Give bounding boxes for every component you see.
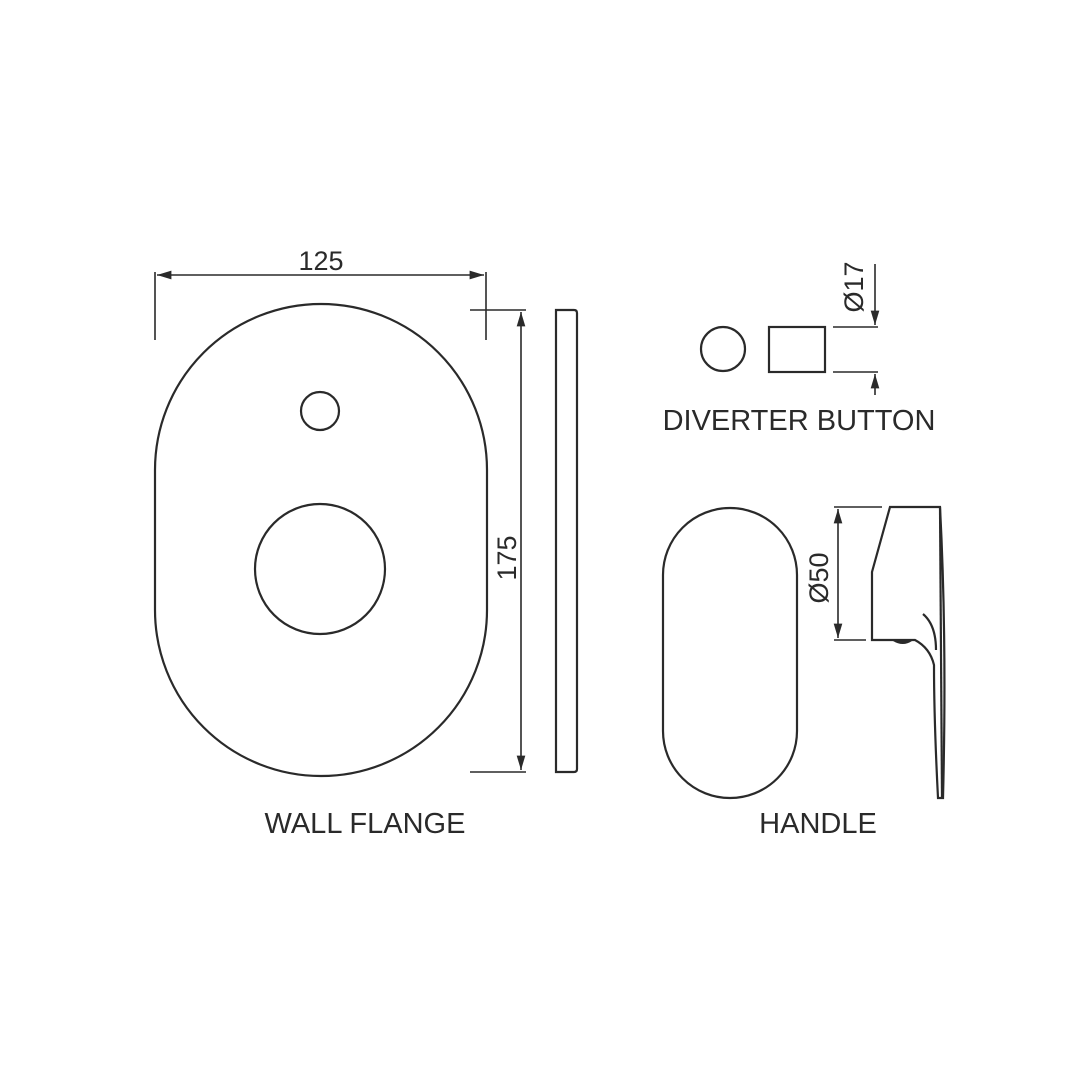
diverter-button-label: DIVERTER BUTTON	[663, 405, 936, 437]
handle-label: HANDLE	[759, 808, 877, 840]
handle-diameter-dimension: Ø50	[804, 506, 882, 641]
handle-opening	[253, 502, 387, 636]
diverter-diameter-label: Ø17	[839, 261, 869, 312]
wall-flange-front-view	[153, 302, 489, 778]
diverter-button-front	[699, 325, 747, 373]
diverter-button-side	[767, 325, 827, 374]
handle-diameter-label: Ø50	[804, 552, 834, 603]
height-dimension-label: 175	[492, 535, 522, 580]
wall-flange-side-view	[554, 308, 579, 774]
width-dimension: 125	[154, 246, 487, 340]
diverter-button-views	[699, 325, 827, 374]
wall-flange-outline	[153, 302, 489, 778]
width-dimension-label: 125	[298, 246, 343, 276]
handle-side-view	[870, 505, 946, 800]
diverter-diameter-dimension: Ø17	[833, 261, 880, 395]
height-dimension: 175	[470, 309, 526, 773]
diverter-hole	[299, 390, 341, 432]
wall-flange-label: WALL FLANGE	[265, 808, 466, 840]
handle-front-view	[661, 506, 799, 800]
